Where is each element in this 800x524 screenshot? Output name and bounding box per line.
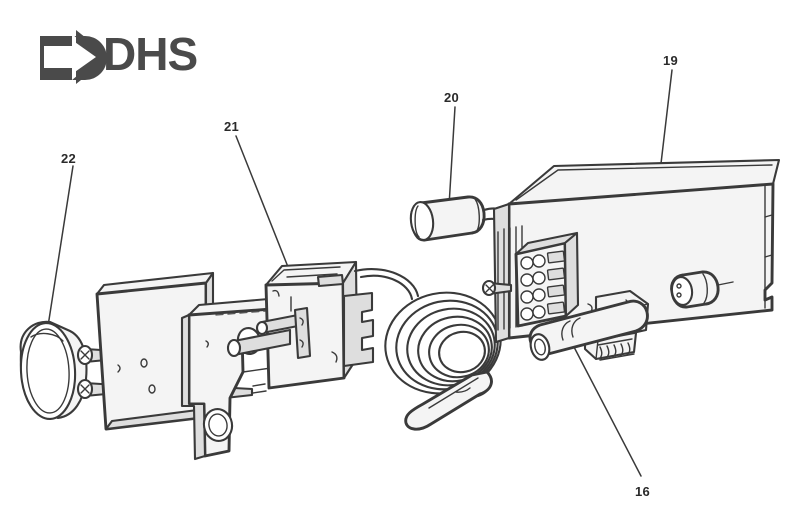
callout-number-16: 16 [635, 484, 651, 499]
leader-line-16 [573, 346, 642, 477]
callout-number-22: 22 [61, 151, 77, 166]
logo-arrow-icon [40, 30, 110, 84]
capillary-lead-tube [353, 268, 420, 301]
leader-line-20 [448, 106, 456, 207]
callout-number-21: 21 [224, 119, 240, 134]
part-heating-element [528, 299, 649, 361]
cable-grommet [670, 270, 734, 309]
part-end-cap [19, 320, 88, 421]
part-thermostat-body [226, 260, 375, 390]
leader-line-21 [235, 135, 291, 273]
callout-number-20: 20 [444, 90, 460, 105]
sensor-bulb [404, 370, 493, 431]
terminal-row-1 [520, 250, 566, 270]
part-sensor-cylinder [409, 195, 514, 242]
terminal-block [481, 231, 580, 328]
terminal-row-4 [520, 301, 566, 321]
clamp-spring [597, 338, 635, 361]
leader-line-22 [45, 165, 74, 340]
brand-logo-text: DHS [103, 28, 198, 80]
terminal-feed-screw [481, 279, 513, 297]
terminal-row-3 [520, 284, 566, 304]
thermostat-shaft [226, 306, 312, 360]
callout-number-19: 19 [663, 53, 679, 68]
leader-line-19 [659, 69, 673, 173]
alignment-guide [215, 310, 267, 316]
callout-leader-lines [45, 69, 673, 477]
terminal-row-2 [520, 267, 566, 287]
mounting-bracket [180, 296, 282, 461]
